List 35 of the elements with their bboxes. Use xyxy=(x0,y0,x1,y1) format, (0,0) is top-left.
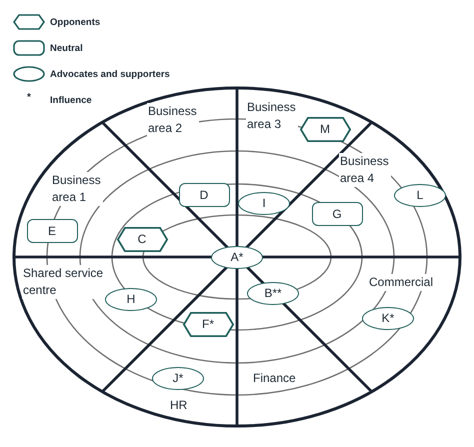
ellipse-node xyxy=(247,282,299,304)
rounded-box-node xyxy=(312,202,362,226)
legend-label: Neutral xyxy=(50,42,83,54)
legend-label: Advocates and supporters xyxy=(50,68,170,80)
node-label: B** xyxy=(264,286,282,300)
ellipse-node xyxy=(394,184,446,206)
hexagon-node xyxy=(182,312,234,336)
ellipse-node xyxy=(105,288,157,310)
ellipse-node xyxy=(211,246,263,268)
sector-label: Business area 1 xyxy=(51,172,103,206)
legend-label: Influence xyxy=(50,94,92,106)
node-label: I xyxy=(262,196,266,210)
sector-label: Business area 4 xyxy=(339,153,391,187)
node-label: F* xyxy=(202,317,214,331)
node-label: J* xyxy=(172,371,184,385)
legend-label: Opponents xyxy=(50,16,100,28)
sector-label: Business area 2 xyxy=(147,103,199,137)
hexagon-node xyxy=(116,226,168,252)
node-label: D xyxy=(200,188,208,202)
rounded-box-node xyxy=(178,183,230,207)
rounded-box-node xyxy=(26,219,78,243)
ellipse-node xyxy=(238,192,290,214)
node-label: M xyxy=(320,122,330,136)
node-label: C xyxy=(138,232,146,246)
hexagon-node xyxy=(300,116,350,142)
node-label: A* xyxy=(230,250,244,264)
node-label: G xyxy=(332,207,342,221)
ellipse-node xyxy=(152,366,204,390)
legend-symbol: * xyxy=(26,92,32,104)
node-label: L xyxy=(416,188,424,202)
sector-label: Commercial xyxy=(368,274,434,291)
node-label: K* xyxy=(382,311,394,325)
node-label: E xyxy=(48,224,56,238)
node-label: H xyxy=(126,292,136,306)
ellipse-node xyxy=(362,306,414,330)
